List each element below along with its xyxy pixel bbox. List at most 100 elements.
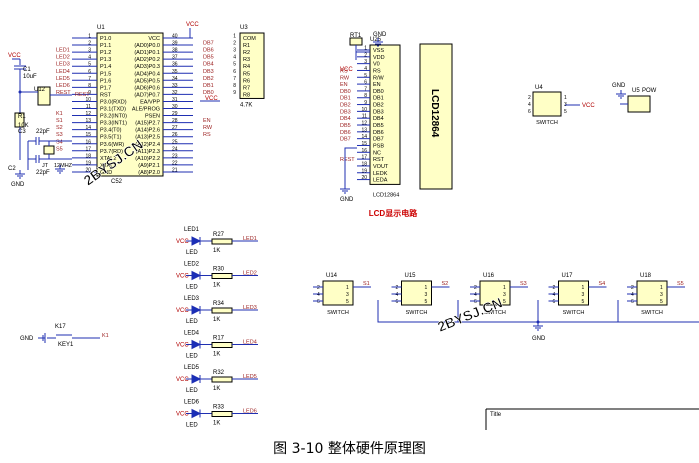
mcu-net-label: S1: [56, 118, 63, 124]
rpack-pin-number: 6: [233, 69, 236, 75]
vcc-label: VCC: [340, 67, 353, 73]
switch-body: [322, 280, 354, 306]
rpack-pin-name: R2: [243, 50, 250, 56]
mcu-net-label: LED6: [56, 83, 70, 89]
lcd-pin-number: 20: [361, 175, 367, 181]
lcd-pin-name: VOUT: [373, 164, 389, 170]
rpack-pin-number: 9: [233, 90, 236, 96]
lcd-net-label: DB7: [340, 137, 351, 143]
switch-label: SWITCH: [563, 310, 585, 316]
mcu-net-label: LED4: [56, 69, 70, 75]
led-type: LED: [186, 319, 198, 325]
switch-label: SWITCH: [536, 120, 558, 126]
rpack-pin-number: 8: [233, 83, 236, 89]
mcu-pin-name: (A12)P2.4: [135, 142, 160, 148]
mcu-pin-name: (A9)P2.1: [138, 163, 160, 169]
led-diode: [191, 339, 202, 350]
switch-pin-number: 3: [660, 292, 663, 298]
mcu-pin-name: ALE/PROG: [132, 107, 160, 113]
led-net-label: LED2: [243, 271, 257, 277]
mcu-pin-number: 4: [88, 55, 91, 61]
lcd-pin-name: RST: [373, 157, 385, 163]
gnd-label: GND: [20, 336, 34, 342]
mcu-pin-name: P1.3: [100, 57, 111, 63]
lcd-pin-number: 12: [361, 121, 367, 127]
rpack-pin-name: R3: [243, 57, 250, 63]
switch-body: [558, 280, 589, 306]
switch-pin-number: 6: [474, 299, 477, 305]
lcd-pin-number: 7: [364, 86, 367, 92]
switch-pin-number: 3: [346, 292, 349, 298]
power-switch-body: [532, 91, 562, 117]
gnd-label: GND: [340, 197, 354, 203]
rpack-pin-name: COM: [243, 36, 256, 42]
rpack-pin-name: R8: [243, 92, 250, 98]
mcu-pin-name: (A15)P2.7: [135, 121, 160, 127]
resistor-pack-body: [239, 32, 265, 99]
res-value: 1K: [213, 352, 220, 358]
switch-pin-number: 3: [503, 292, 506, 298]
lcd-gnd-wire: [344, 147, 357, 185]
mcu-net-label: REST: [56, 90, 71, 96]
lcd-net-label: EN: [340, 82, 348, 88]
lcd-pin-number: 15: [361, 141, 367, 147]
title-block-label: Title: [490, 412, 502, 418]
switch-pin-number: 4: [396, 292, 399, 298]
res-value: 1K: [213, 317, 220, 323]
resistor-body: [211, 342, 233, 348]
mcu-part: C52: [111, 179, 123, 185]
mcu-net-label: EN: [203, 118, 211, 124]
vcc-label: VCC: [8, 53, 21, 59]
mcu-pin-name: VCC: [148, 36, 160, 42]
pot-body: [349, 37, 363, 46]
switch-pin-number: 2: [396, 285, 399, 291]
switch-label: SWITCH: [406, 310, 428, 316]
lcd-net-label: DB5: [340, 123, 351, 129]
switch-net-label: S2: [442, 281, 449, 287]
switch-ref: U16: [483, 273, 495, 279]
mcu-pin-name: P3.4(T0): [100, 128, 122, 134]
switch-pin-number: 6: [528, 109, 531, 115]
mcu-pin-number: 10: [85, 97, 91, 103]
mcu-pin-number: 2: [88, 41, 91, 47]
mcu-pin-name: (A13)P2.5: [135, 135, 160, 141]
rpack-value: 4.7K: [240, 102, 252, 108]
mcu-pin-name: (A14)P2.6: [135, 128, 160, 134]
switch-pin-number: 5: [346, 299, 349, 305]
mcu-pin-name: (AD4)P0.4: [134, 71, 160, 77]
vcc-label: VCC: [176, 377, 189, 383]
led-net-label: LED6: [243, 409, 257, 415]
switch-body: [401, 280, 432, 306]
key-net-label: K1: [102, 333, 109, 339]
mcu-pin-name: (AD5)P0.5: [134, 78, 160, 84]
switch-pin-number: 2: [528, 95, 531, 101]
switch-pin-number: 4: [631, 292, 634, 298]
mcu-pin-number: 24: [172, 146, 178, 152]
mcu-pin-number: 7: [88, 76, 91, 82]
switch-net-label: S4: [599, 281, 606, 287]
mcu-pin-name: (AD3)P0.3: [134, 64, 160, 70]
lcd-pin-number: 9: [364, 100, 367, 106]
pow-connector-body: [627, 95, 651, 113]
gnd-label: GND: [612, 83, 626, 89]
rpack-pin-number: 4: [233, 55, 236, 61]
mcu-pin-name: EA/VPP: [140, 99, 160, 105]
switch-bus: [377, 300, 699, 323]
mcu-pin-name: P3.5(T1): [100, 135, 122, 141]
mcu-pin-number: 38: [172, 48, 178, 54]
mcu-pin-name: (A8)P2.0: [138, 170, 160, 176]
mcu-net-label: RS: [203, 132, 211, 138]
switch-pin-number: 6: [553, 299, 556, 305]
led-diode: [191, 408, 202, 419]
led-type: LED: [186, 354, 198, 360]
rpack-pin-number: 7: [233, 76, 236, 82]
mcu-pin-number: 8: [88, 83, 91, 89]
led-ref: LED4: [184, 331, 200, 337]
res-ref: R17: [213, 336, 225, 342]
mcu-pin-number: 19: [85, 160, 91, 166]
mcu-pin-name: P3.0(RXD): [100, 99, 127, 105]
lcd-net-label: DB4: [340, 116, 351, 122]
vcc-label: VCC: [176, 239, 189, 245]
mcu-pin-number: 6: [88, 69, 91, 75]
lcd-net-label: RW: [340, 75, 350, 81]
